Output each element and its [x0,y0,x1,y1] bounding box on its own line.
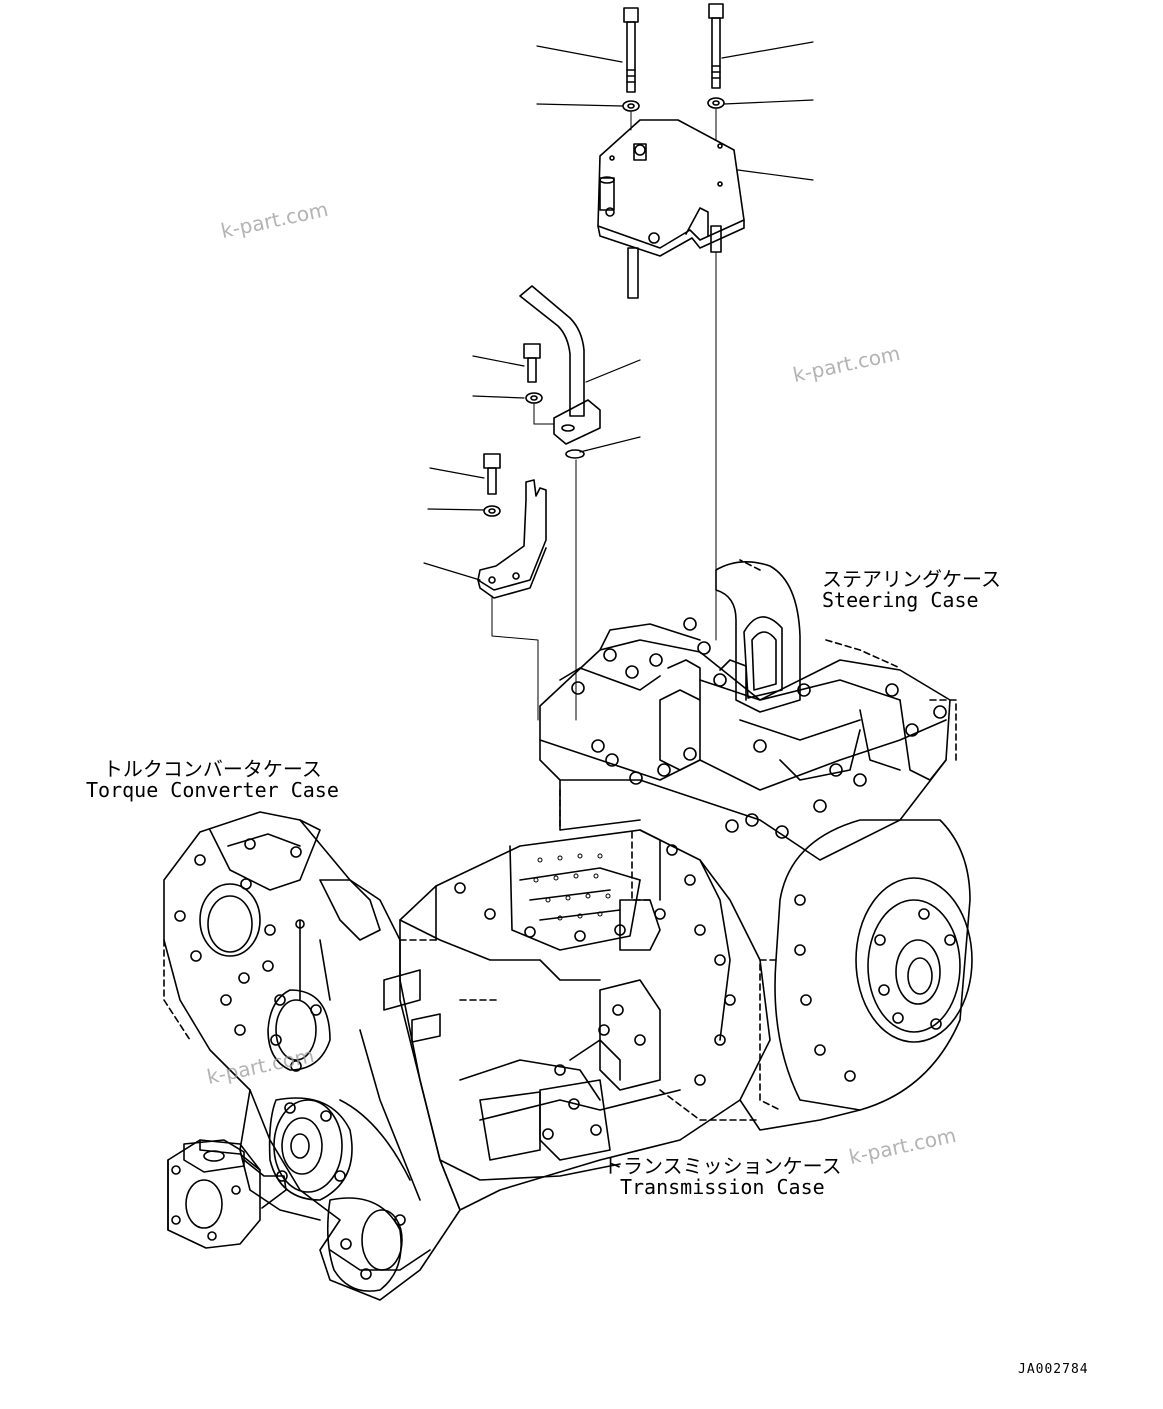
pump-flange [168,1140,286,1248]
o-ring-icon [566,450,584,458]
transmission-case-housing [384,790,860,1210]
bolt-icon [524,344,540,382]
steering-case-label-jp: ステアリングケース [822,567,1001,591]
transmission-case-bolts [455,845,735,1139]
steering-case-bolts [572,618,946,838]
torque-converter-case-housing [164,812,460,1300]
leader-lines [424,42,813,580]
washer-icon [526,393,542,403]
washer-icon [623,98,724,111]
drawing-code: JA002784 [1018,1362,1089,1377]
transmission-case-label: トランスミッションケース Transmission Case [603,1156,842,1198]
output-flange [760,820,972,1110]
washer-icon [484,506,500,516]
support-bracket-icon [478,480,546,598]
steering-case-label-en: Steering Case [822,588,979,612]
pipe-icon [520,286,600,444]
bolt-icon [484,454,500,494]
valve-block-holes [534,854,610,920]
bolt-icon [709,4,723,88]
torque-converter-case-label-en: Torque Converter Case [86,778,339,802]
transmission-case-label-en: Transmission Case [619,1175,825,1199]
torque-converter-case-label: トルクコンバータケース Torque Converter Case [86,759,339,801]
bracket-plate-icon [598,120,744,298]
transmission-case-label-jp: トランスミッションケース [603,1154,842,1178]
bolt-icon [624,8,638,92]
steering-case-label: ステアリングケース Steering Case [822,569,1001,611]
torque-converter-case-label-jp: トルクコンバータケース [102,757,322,781]
